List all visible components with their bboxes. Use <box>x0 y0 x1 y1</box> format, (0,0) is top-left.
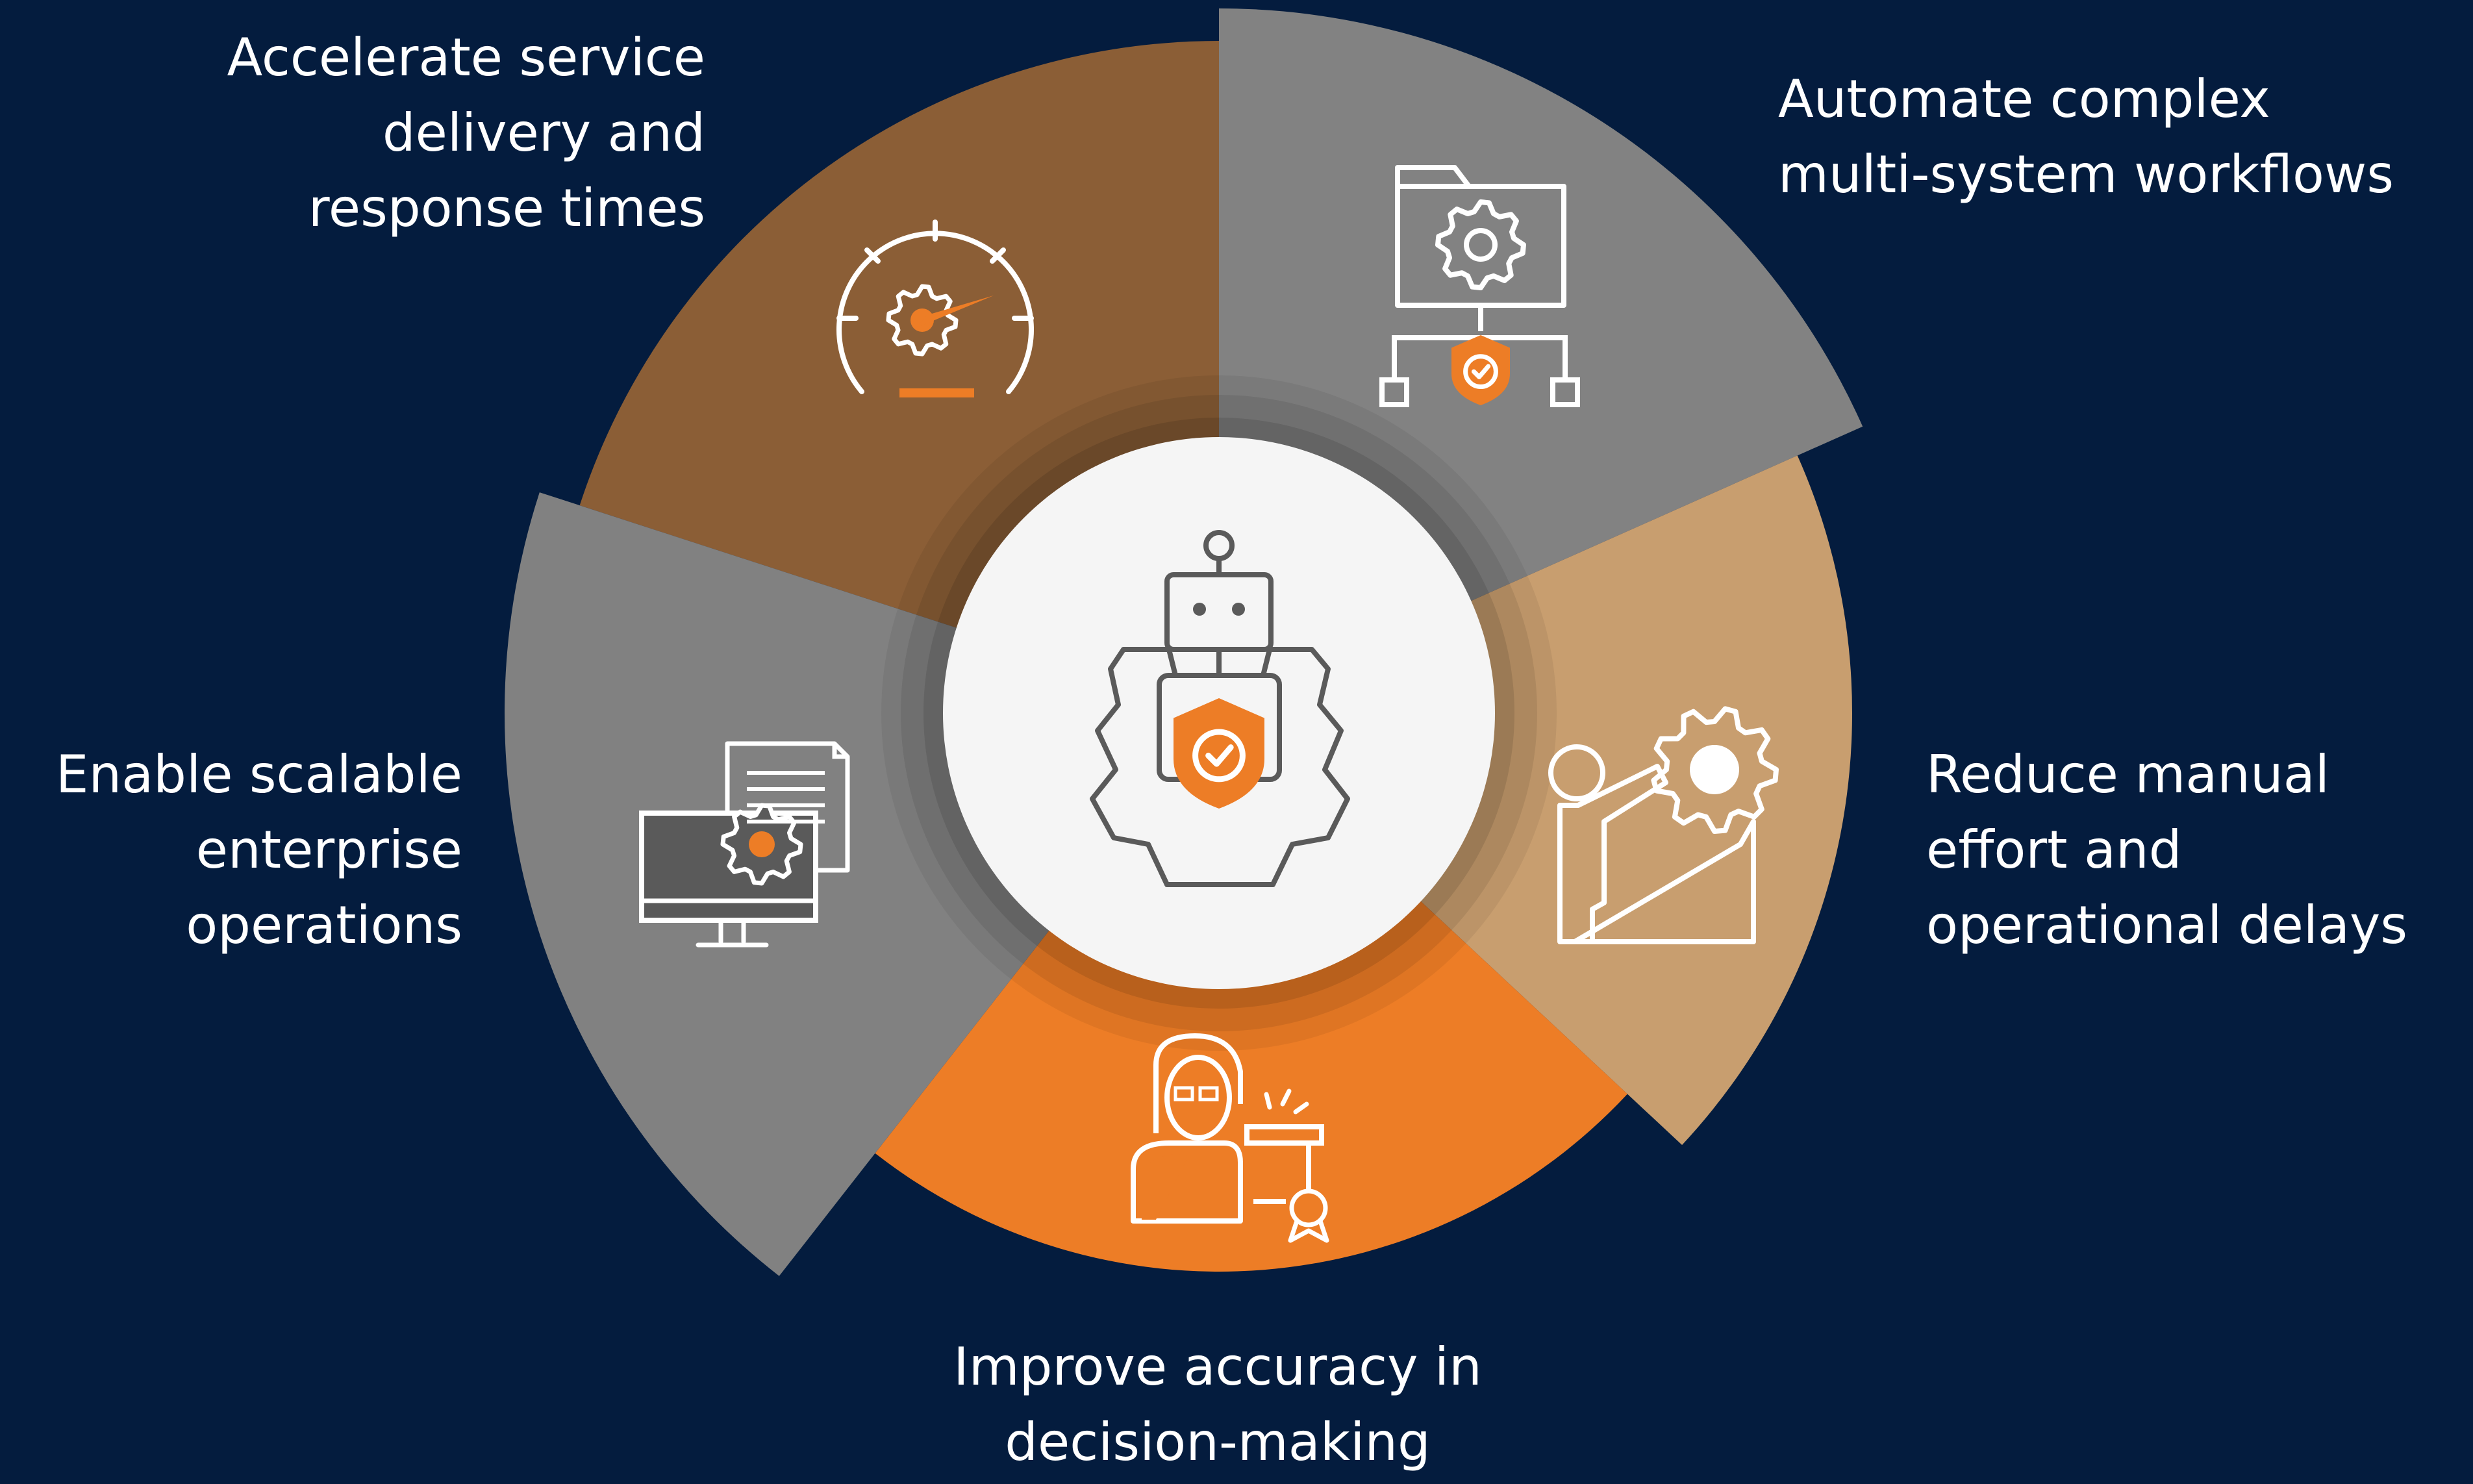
monitor-document-gear-icon <box>639 741 850 948</box>
label-reduce-line-3: operational delays <box>1926 895 2408 955</box>
label-improve: Improve accuracy in decision-making <box>893 1329 1542 1480</box>
label-reduce-line-1: Reduce manual <box>1926 744 2329 805</box>
label-automate-line-2: multi-system workflows <box>1778 144 2394 205</box>
label-accelerate-line-3: response times <box>308 178 705 238</box>
folder-gear-network-icon <box>1379 165 1580 407</box>
label-accelerate: Accelerate service delivery and response… <box>227 20 705 246</box>
label-accelerate-line-1: Accelerate service <box>227 27 705 88</box>
speedometer-gear-icon <box>836 220 1034 397</box>
segment-icons <box>639 165 1779 1243</box>
label-enable-line-3: operations <box>186 895 462 955</box>
segment-reduce <box>1219 455 1852 1145</box>
label-reduce: Reduce manual effort and operational del… <box>1926 737 2407 963</box>
label-enable-line-1: Enable scalable <box>55 744 462 805</box>
label-improve-line-1: Improve accuracy in <box>953 1337 1482 1397</box>
label-improve-line-2: decision-making <box>1005 1412 1431 1472</box>
robot-shield-gear-icon <box>1090 530 1350 887</box>
label-enable: Enable scalable enterprise operations <box>56 737 462 963</box>
label-accelerate-line-2: delivery and <box>382 103 705 163</box>
segment-improve <box>875 713 1627 1272</box>
label-automate: Automate complex multi-system workflows <box>1778 62 2394 212</box>
label-enable-line-2: enterprise <box>195 820 462 880</box>
label-reduce-line-2: effort and <box>1926 820 2182 880</box>
person-pushing-gear-icon <box>1548 706 1779 944</box>
person-certificate-icon <box>1131 1033 1329 1243</box>
label-automate-line-1: Automate complex <box>1778 69 2270 129</box>
